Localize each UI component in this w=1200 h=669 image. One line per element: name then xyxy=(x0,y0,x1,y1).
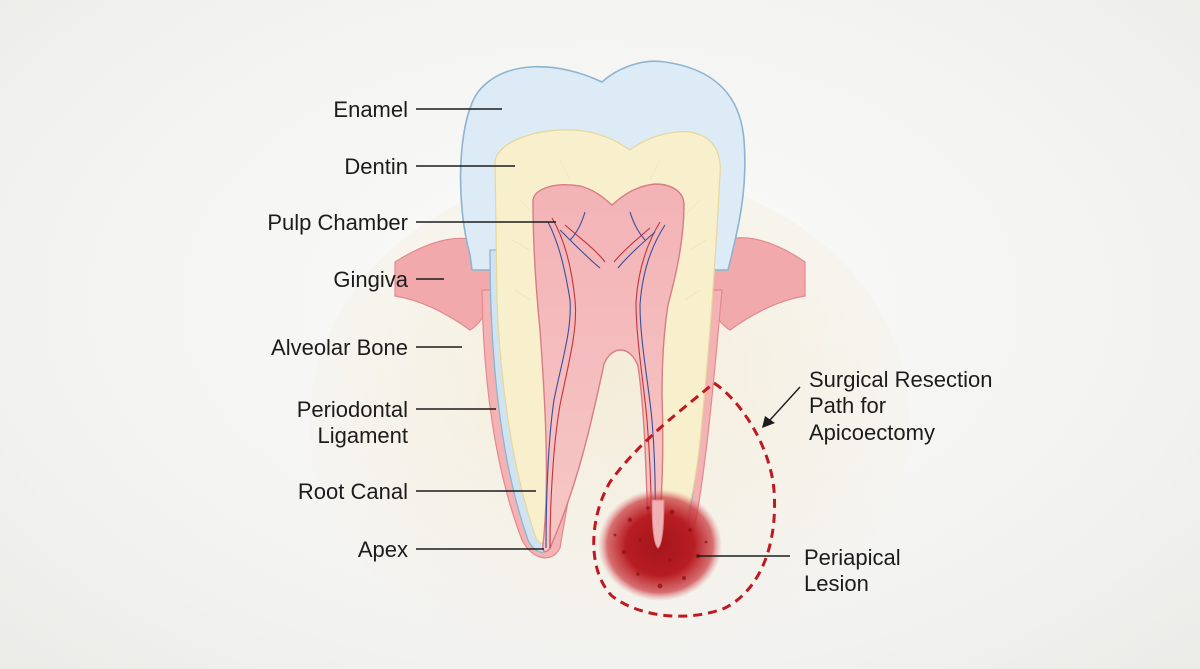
root-apex-right xyxy=(651,499,665,549)
dentin-tubules xyxy=(511,159,707,301)
surgical-resection-path xyxy=(592,381,777,618)
label-dentin: Dentin xyxy=(344,154,408,179)
label-pulp-chamber: Pulp Chamber xyxy=(267,210,408,235)
label-enamel: Enamel xyxy=(333,97,408,122)
arrowhead-surgical-resection xyxy=(762,416,775,428)
label-root-canal: Root Canal xyxy=(298,479,408,504)
label-alveolar-bone: Alveolar Bone xyxy=(271,335,408,360)
label-apex: Apex xyxy=(358,537,408,562)
label-periapical-lesion-line2: Lesion xyxy=(804,571,869,596)
leader-lines xyxy=(416,108,801,557)
label-periodontal-ligament-line2: Ligament xyxy=(317,423,408,448)
label-gingiva: Gingiva xyxy=(333,267,408,292)
label-surgical-resection-line1: Surgical Resection xyxy=(809,367,992,392)
label-periodontal-ligament-line1: Periodontal xyxy=(297,397,408,422)
leader-surgical-resection xyxy=(769,386,801,421)
label-periapical-lesion-line1: Periapical xyxy=(804,545,901,570)
label-surgical-resection-line2: Path for xyxy=(809,393,886,418)
label-surgical-resection-line3: Apicoectomy xyxy=(809,420,935,445)
